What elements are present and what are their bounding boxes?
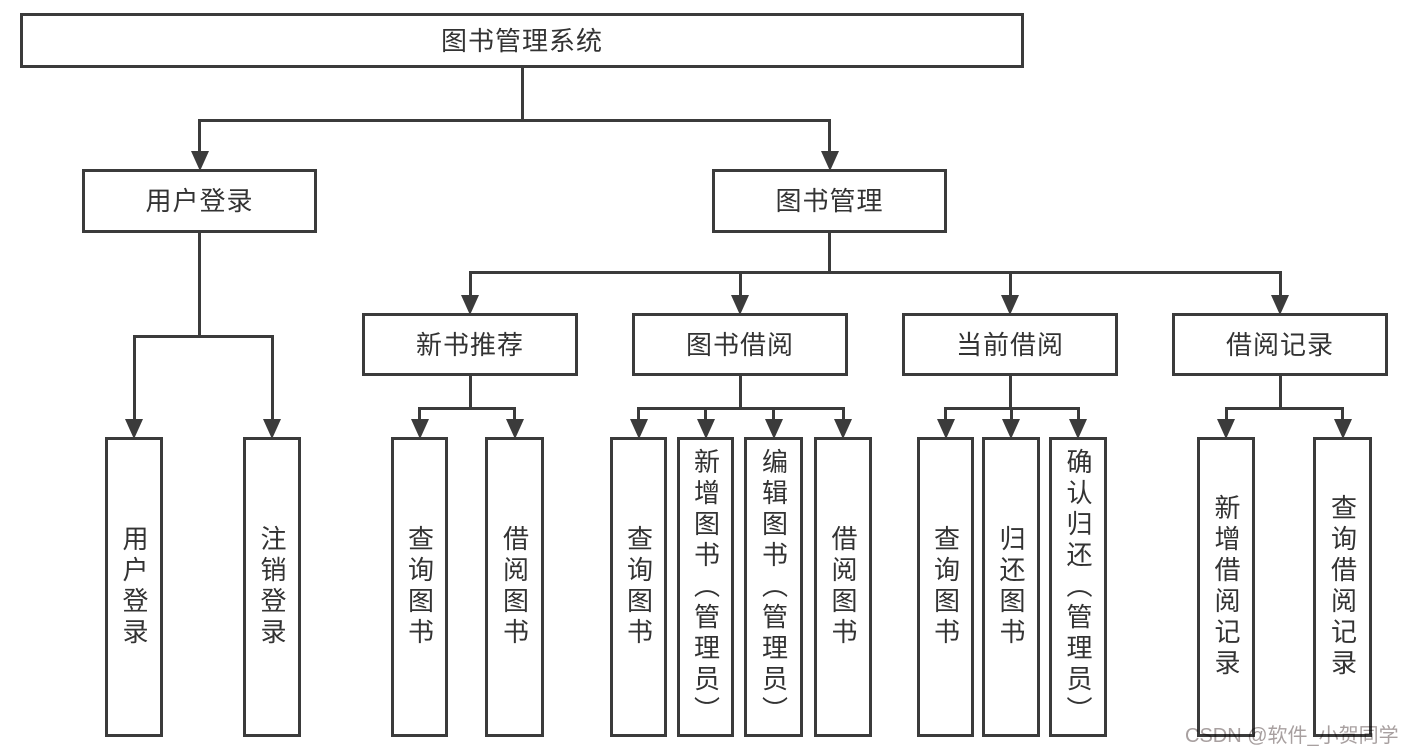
node-root: 图书管理系统: [20, 13, 1024, 68]
node-label-user-login: 用户登录: [145, 186, 254, 216]
arrowhead-down-icon: [125, 419, 143, 439]
connector-line: [944, 408, 947, 423]
node-cb-confirm-return-admin: 确认归还（管理员）: [1049, 437, 1107, 737]
connector-line: [772, 408, 775, 423]
node-label-br-add-record: 新增借阅记录: [1211, 494, 1241, 680]
node-label-bb-query-book: 查询图书: [623, 525, 654, 649]
connector-line: [1008, 272, 1012, 299]
node-label-nb-query-book: 查询图书: [404, 525, 435, 649]
csdn-watermark: CSDN @软件_小贺同学: [1185, 725, 1399, 747]
connector-line: [738, 376, 742, 410]
arrowhead-down-icon: [820, 151, 839, 171]
connector-line: [418, 406, 516, 410]
connector-line: [1278, 376, 1282, 410]
connector-line: [841, 408, 845, 423]
connector-line: [198, 120, 201, 155]
node-label-current-borrow: 当前借阅: [955, 329, 1064, 360]
node-bb-add-book-admin: 新增图书（管理员）: [677, 437, 734, 737]
node-label-book-management: 图书管理: [775, 186, 884, 216]
node-bb-borrow-book: 借阅图书: [814, 437, 872, 737]
arrowhead-down-icon: [1333, 419, 1352, 439]
node-login-action: 用户登录: [105, 437, 163, 737]
connector-line: [468, 376, 472, 410]
arrowhead-down-icon: [1217, 419, 1235, 439]
arrowhead-down-icon: [410, 419, 429, 439]
node-label-cb-confirm-return-admin: 确认归还（管理员）: [1063, 447, 1093, 727]
connector-line: [704, 408, 707, 423]
connector-line: [1278, 272, 1282, 299]
connector-line: [1008, 376, 1012, 410]
connector-line: [1224, 406, 1344, 410]
arrowhead-down-icon: [731, 295, 749, 315]
arrowhead-down-icon: [629, 419, 648, 439]
connector-line: [270, 336, 274, 423]
connector-line: [468, 270, 1282, 274]
connector-line: [513, 408, 516, 423]
node-label-book-borrow: 图书借阅: [685, 329, 794, 360]
connector-line: [637, 406, 845, 410]
connector-line: [1224, 408, 1228, 423]
node-book-borrow: 图书借阅: [632, 313, 848, 376]
connector-line: [1341, 408, 1344, 423]
connector-line: [418, 408, 421, 423]
connector-line: [468, 272, 472, 299]
arrowhead-down-icon: [1002, 419, 1020, 439]
node-bb-edit-book-admin: 编辑图书（管理员）: [744, 437, 803, 737]
connector-line: [132, 336, 136, 423]
arrowhead-down-icon: [936, 419, 955, 439]
arrowhead-down-icon: [190, 151, 209, 171]
connector-line: [738, 272, 742, 299]
arrowhead-down-icon: [696, 419, 715, 439]
node-label-cb-return-book: 归还图书: [996, 525, 1026, 649]
node-label-bb-borrow-book: 借阅图书: [828, 525, 858, 649]
connector-line: [520, 68, 524, 122]
arrowhead-down-icon: [834, 419, 852, 439]
connector-line: [198, 118, 831, 122]
connector-line: [132, 334, 274, 338]
node-borrow-records: 借阅记录: [1172, 313, 1388, 376]
node-label-nb-borrow-book: 借阅图书: [499, 525, 530, 649]
arrowhead-down-icon: [505, 419, 524, 439]
node-new-book-recommend: 新书推荐: [362, 313, 578, 376]
node-current-borrow: 当前借阅: [902, 313, 1118, 376]
connector-line: [198, 233, 201, 338]
node-label-cb-query-book: 查询图书: [930, 525, 961, 649]
node-label-root: 图书管理系统: [440, 25, 603, 56]
connector-line: [828, 120, 831, 155]
node-label-br-query-record: 查询借阅记录: [1327, 494, 1358, 680]
node-bb-query-book: 查询图书: [610, 437, 667, 737]
arrowhead-down-icon: [1069, 419, 1087, 439]
node-label-bb-add-book-admin: 新增图书（管理员）: [690, 447, 721, 727]
node-br-add-record: 新增借阅记录: [1197, 437, 1255, 737]
arrowhead-down-icon: [263, 419, 281, 439]
node-label-logout-action: 注销登录: [257, 525, 287, 649]
arrowhead-down-icon: [1271, 295, 1289, 315]
node-logout-action: 注销登录: [243, 437, 301, 737]
node-label-login-action: 用户登录: [119, 525, 149, 649]
connector-line: [1009, 408, 1013, 423]
node-label-bb-edit-book-admin: 编辑图书（管理员）: [758, 447, 789, 727]
node-nb-borrow-book: 借阅图书: [485, 437, 544, 737]
node-br-query-record: 查询借阅记录: [1313, 437, 1372, 737]
connector-line: [1076, 408, 1080, 423]
node-label-borrow-records: 借阅记录: [1225, 329, 1334, 360]
node-cb-query-book: 查询图书: [917, 437, 974, 737]
arrowhead-down-icon: [764, 419, 783, 439]
node-user-login: 用户登录: [82, 169, 317, 233]
connector-line: [828, 233, 831, 274]
connector-line: [637, 408, 640, 423]
node-nb-query-book: 查询图书: [391, 437, 448, 737]
arrowhead-down-icon: [461, 295, 479, 315]
arrowhead-down-icon: [1001, 295, 1019, 315]
node-cb-return-book: 归还图书: [982, 437, 1040, 737]
node-book-management: 图书管理: [712, 169, 947, 233]
node-label-new-book-recommend: 新书推荐: [415, 329, 524, 360]
